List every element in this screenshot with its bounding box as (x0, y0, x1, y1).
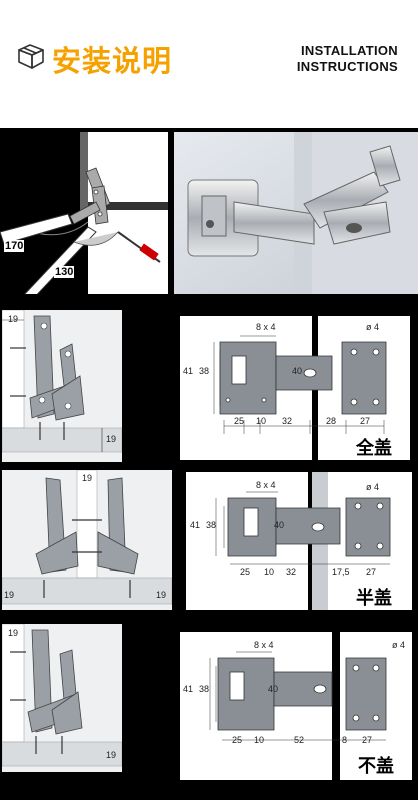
half-right-gap-label: 19 (156, 590, 167, 600)
hinge-photo (174, 132, 418, 294)
inset-hole-label: ø 4 (392, 640, 406, 650)
inset-dimension-drawing (180, 632, 412, 780)
half-center-gap-label: 19 (82, 473, 93, 483)
half-overlay-label: 半盖 (356, 584, 392, 610)
half-d10-label: 10 (264, 567, 275, 577)
full-h38-label: 38 (199, 366, 210, 376)
page-title-en-line2: INSTRUCTIONS (296, 59, 398, 74)
half-d17-label: 17,5 (332, 567, 350, 577)
inset-d10-label: 10 (254, 735, 265, 745)
full-d10-label: 10 (256, 416, 267, 426)
half-slot-label: 8 x 4 (256, 480, 276, 490)
half-hole-label: ø 4 (366, 482, 380, 492)
inset-bottom-gap-label: 19 (106, 750, 117, 760)
box-icon (18, 44, 44, 69)
page-title: 安装说明 (52, 44, 173, 78)
half-d32-label: 32 (286, 567, 297, 577)
inset-d8-label: 8 (342, 735, 348, 745)
inset-d40-label: 40 (268, 684, 279, 694)
half-d25-label: 25 (240, 567, 251, 577)
page-title-en-line1: INSTALLATION (301, 43, 398, 58)
hinge-opening-drawing (0, 132, 168, 294)
inset-h38-label: 38 (199, 684, 210, 694)
full-d25-label: 25 (234, 416, 245, 426)
full-slot-label: 8 x 4 (256, 322, 276, 332)
full-overlay-label: 全盖 (356, 434, 392, 460)
half-overlay-section-drawing (2, 470, 172, 610)
inset-left-gap-label: 19 (8, 628, 19, 638)
full-d27-label: 27 (360, 416, 371, 426)
inset-h41-label: 41 (183, 684, 194, 694)
header: 安装说明 INSTALLATION INSTRUCTIONS (0, 0, 418, 128)
half-d40-label: 40 (274, 520, 285, 530)
full-d40-label: 40 (292, 366, 303, 376)
full-left-gap-label: 19 (8, 314, 19, 324)
inset-section-drawing (2, 624, 122, 772)
angle-130-label: 130 (54, 266, 75, 278)
full-d28-label: 28 (326, 416, 337, 426)
inset-slot-label: 8 x 4 (254, 640, 274, 650)
half-left-gap-label: 19 (4, 590, 15, 600)
inset-d52-label: 52 (294, 735, 305, 745)
half-h38-label: 38 (206, 520, 217, 530)
angle-170-label: 170 (4, 240, 25, 252)
half-d27-label: 27 (366, 567, 377, 577)
full-h41-label: 41 (183, 366, 194, 376)
inset-d27-label: 27 (362, 735, 373, 745)
half-h41-label: 41 (190, 520, 201, 530)
full-hole-label: ø 4 (366, 322, 380, 332)
half-overlay-dimension-drawing (186, 472, 412, 610)
full-overlay-section-drawing (2, 310, 122, 462)
full-bottom-gap-label: 19 (106, 434, 117, 444)
inset-d25-label: 25 (232, 735, 243, 745)
full-overlay-dimension-drawing (180, 316, 410, 460)
inset-label: 不盖 (358, 752, 394, 778)
full-d32-label: 32 (282, 416, 293, 426)
